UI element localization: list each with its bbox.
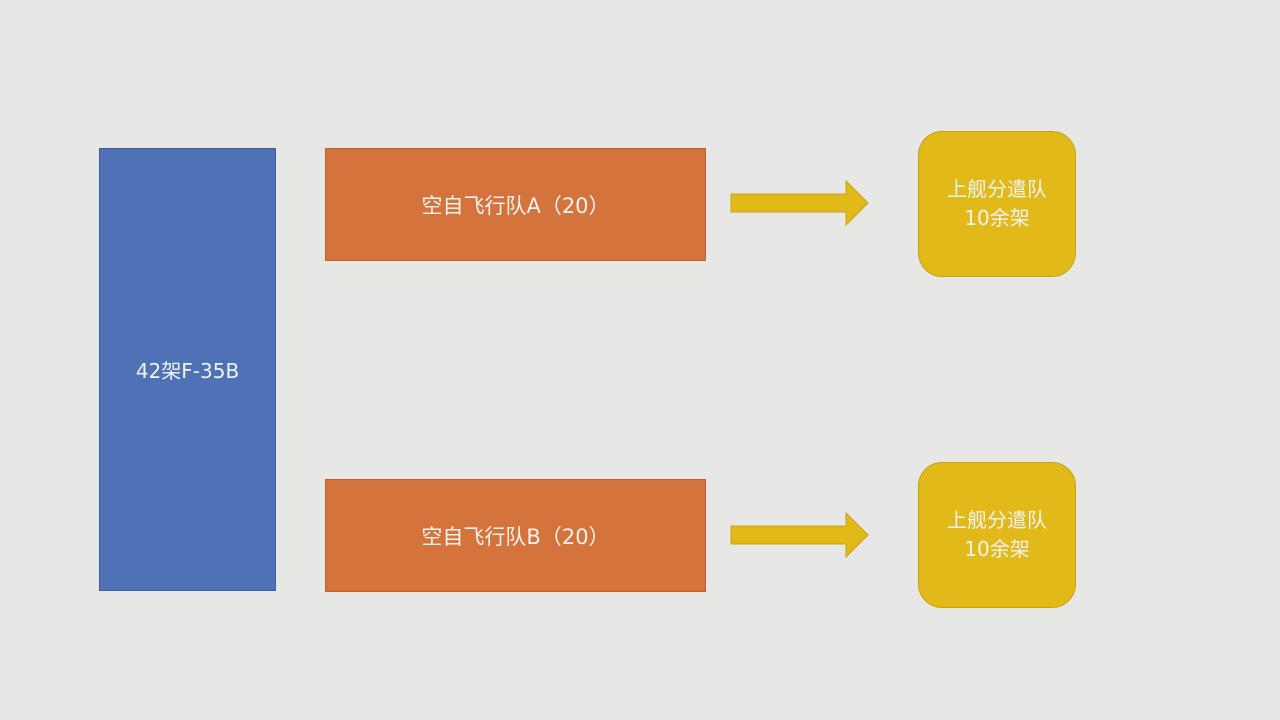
squadron-b-block: 空自飞行队B（20）: [325, 479, 706, 592]
detachment-b-title: 上舰分遣队: [947, 508, 1047, 532]
detachment-a-title: 上舰分遣队: [947, 177, 1047, 201]
detachment-a-block: 上舰分遣队 10余架: [918, 131, 1076, 277]
squadron-a-block: 空自飞行队A（20）: [325, 148, 706, 261]
squadron-b-label: 空自飞行队B（20）: [421, 524, 610, 549]
aircraft-total-block: 42架F-35B: [99, 148, 276, 591]
detachment-a-count: 10余架: [964, 206, 1030, 230]
aircraft-total-label: 42架F-35B: [135, 359, 240, 383]
detachment-b-block: 上舰分遣队 10余架: [918, 462, 1076, 608]
arrow-right-icon: [730, 180, 869, 226]
squadron-a-label: 空自飞行队A（20）: [421, 193, 610, 218]
detachment-b-count: 10余架: [964, 537, 1030, 561]
arrow-right-icon: [730, 512, 869, 558]
